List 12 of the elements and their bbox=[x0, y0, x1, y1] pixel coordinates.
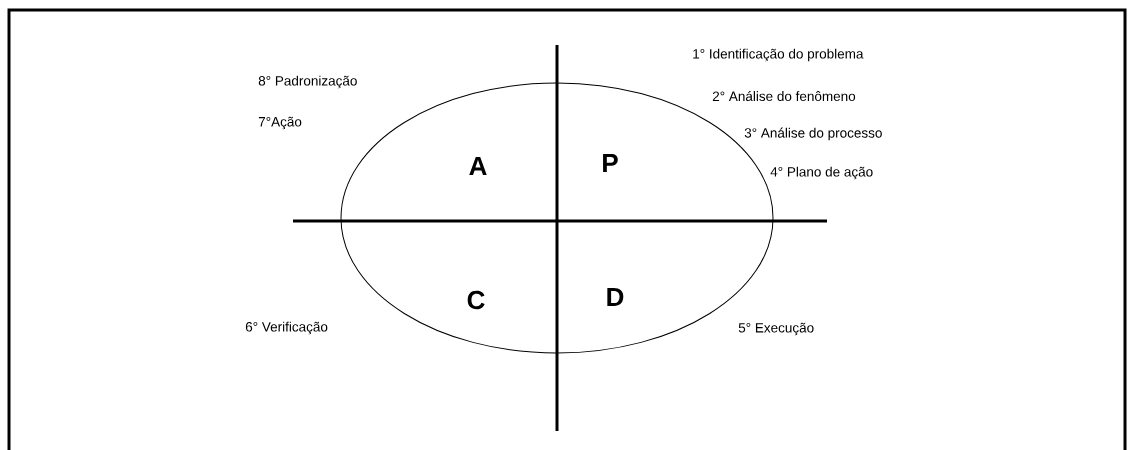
step-label: 1° Identificação do problema bbox=[693, 48, 864, 62]
step-label: 5° Execução bbox=[738, 322, 814, 336]
step-label: 6° Verificação bbox=[245, 321, 328, 335]
step-label: 4° Plano de ação bbox=[770, 166, 873, 180]
step-label: 3° Análise do processo bbox=[744, 127, 882, 141]
step-label: 8° Padronização bbox=[258, 75, 357, 89]
quadrant-letter: D bbox=[607, 288, 624, 306]
quadrant-letter: C bbox=[467, 290, 485, 310]
step-label: 7°Ação bbox=[258, 116, 302, 130]
step-label: 2° Análise do fenômeno bbox=[712, 90, 856, 102]
quadrant-letter: A bbox=[469, 157, 487, 175]
quadrant-letter: P bbox=[603, 154, 618, 172]
